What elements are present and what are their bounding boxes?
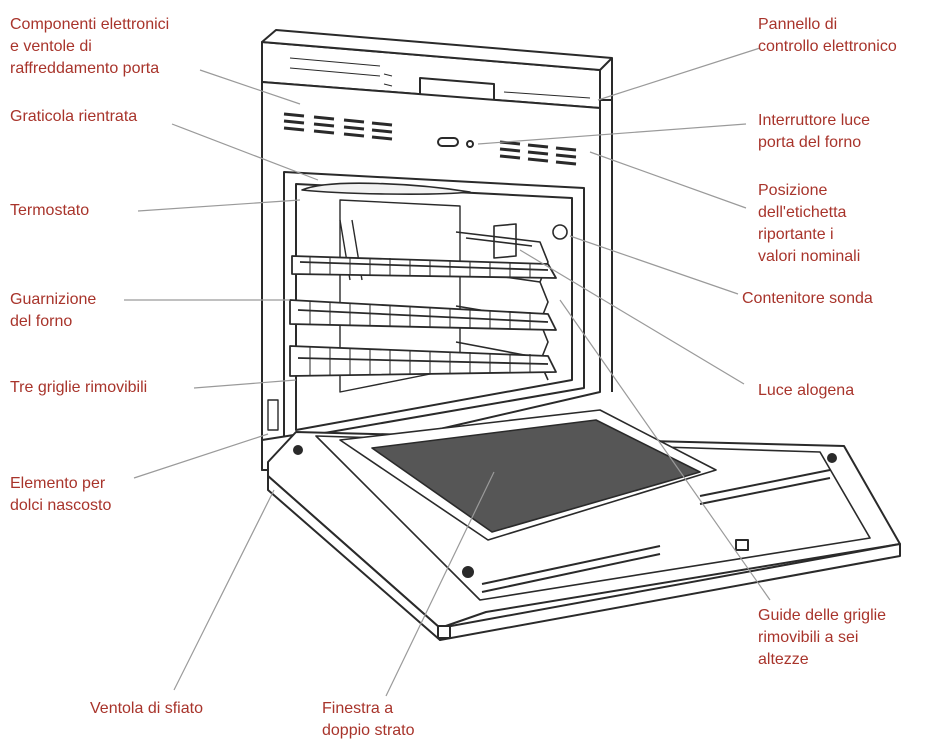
label-line: valori nominali	[758, 248, 861, 265]
label-line: dell'etichetta	[758, 204, 847, 221]
label-rating-label: Posizione dell'etichetta riportante i va…	[758, 180, 860, 268]
label-oven-gasket: Guarnizione del forno	[10, 289, 96, 333]
label-line: Termostato	[10, 202, 90, 219]
label-line: Graticola rientrata	[10, 108, 138, 125]
probe-holder	[552, 224, 568, 240]
label-line: rimovibili a sei	[758, 629, 859, 646]
label-line: Guide delle griglie	[758, 607, 887, 624]
oven-rack-2	[289, 299, 557, 331]
label-three-racks: Tre griglie rimovibili	[10, 377, 147, 399]
label-line: Contenitore sonda	[742, 290, 873, 307]
label-control-panel: Pannello di controllo elettronico	[758, 14, 897, 58]
label-line: Componenti elettronici	[10, 16, 170, 33]
label-rack-guides: Guide delle griglie rimovibili a sei alt…	[758, 605, 886, 671]
label-thermostat: Termostato	[10, 200, 89, 222]
label-line: Elemento per	[10, 475, 106, 492]
leader-racks	[193, 379, 297, 389]
label-halogen-light: Luce alogena	[758, 380, 854, 402]
label-line: e ventole di	[10, 38, 92, 55]
leader-electronics	[199, 69, 301, 105]
leader-control-panel	[597, 47, 761, 101]
label-line: Finestra a	[322, 700, 394, 717]
leader-rating-label	[589, 151, 747, 209]
label-electronics-fans: Componenti elettronici e ventole di raff…	[10, 14, 169, 80]
leader-thermostat	[137, 199, 301, 212]
label-vent-fan: Ventola di sfiato	[90, 698, 203, 720]
label-recessed-broiler: Graticola rientrata	[10, 106, 137, 128]
leader-broiler	[171, 123, 319, 181]
label-line: Interruttore luce	[758, 112, 871, 129]
label-line: Tre griglie rimovibili	[10, 379, 148, 396]
rating-label-plate	[493, 223, 517, 259]
label-line: doppio strato	[322, 722, 415, 739]
label-line: Posizione	[758, 182, 828, 199]
leader-light-switch	[477, 123, 747, 145]
label-light-switch: Interruttore luce porta del forno	[758, 110, 870, 154]
label-line: riportante i	[758, 226, 834, 243]
label-line: Pannello di	[758, 16, 838, 33]
oven-rack-1	[291, 255, 557, 279]
label-hidden-bake-element: Elemento per dolci nascosto	[10, 473, 111, 517]
leader-bake-element	[133, 433, 269, 479]
leader-vent-fan	[173, 489, 275, 691]
door-light-switch	[437, 137, 459, 147]
leader-guides	[559, 299, 771, 601]
label-line: porta del forno	[758, 134, 862, 151]
leader-window	[385, 471, 495, 697]
label-line: altezze	[758, 651, 809, 668]
label-line: dolci nascosto	[10, 497, 112, 514]
oven-rack-3	[289, 345, 557, 377]
label-line: Guarnizione	[10, 291, 97, 308]
label-line: Ventola di sfiato	[90, 700, 203, 717]
label-line: raffreddamento porta	[10, 60, 160, 77]
broiler-element	[301, 182, 471, 195]
label-line: controllo elettronico	[758, 38, 897, 55]
leader-halogen	[519, 249, 745, 385]
door-window-glass	[371, 419, 701, 533]
leader-probe	[569, 235, 739, 295]
label-probe-holder: Contenitore sonda	[742, 288, 873, 310]
label-line: Luce alogena	[758, 382, 855, 399]
vent-slots-left	[283, 112, 393, 141]
label-double-window: Finestra a doppio strato	[322, 698, 415, 742]
oven-illustration	[261, 29, 901, 641]
label-line: del forno	[10, 313, 73, 330]
leader-lines	[124, 47, 771, 697]
